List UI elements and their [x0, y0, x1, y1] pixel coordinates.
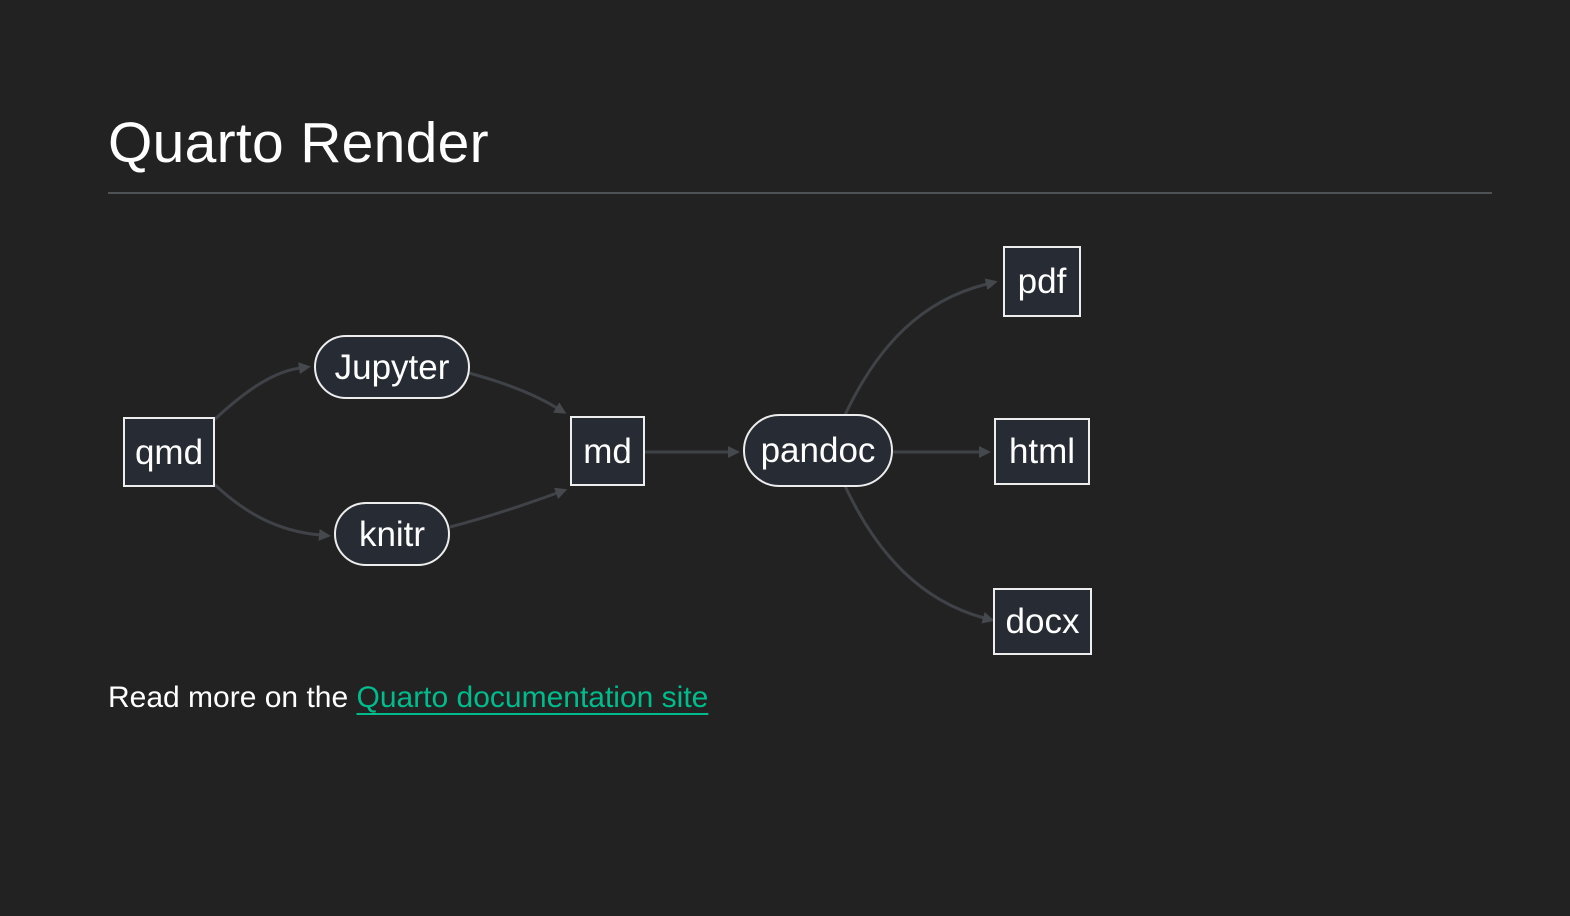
node-md: md: [570, 416, 645, 486]
node-pandoc-label: pandoc: [760, 431, 876, 470]
node-html-label: html: [1008, 432, 1076, 471]
node-qmd: qmd: [123, 417, 215, 487]
edge-knitr-md: [449, 487, 568, 529]
node-jupyter-label: Jupyter: [334, 347, 450, 387]
title-divider: [108, 192, 1492, 194]
node-pdf: pdf: [1003, 246, 1081, 317]
quarto-documentation-link[interactable]: Quarto documentation site: [356, 681, 709, 714]
read-more-paragraph: Read more on the Quarto documentation si…: [108, 681, 708, 715]
node-knitr: knitr: [334, 502, 450, 566]
edge-pandoc-docx: [843, 485, 995, 624]
page-title: Quarto Render: [108, 111, 489, 175]
node-html: html: [994, 418, 1090, 485]
node-knitr-label: knitr: [358, 514, 426, 554]
edge-qmd-jupyter: [212, 362, 311, 422]
node-pdf-label: pdf: [1017, 262, 1067, 301]
node-qmd-label: qmd: [134, 432, 204, 472]
node-docx-label: docx: [1005, 602, 1080, 641]
node-docx: docx: [993, 588, 1092, 655]
node-jupyter: Jupyter: [314, 335, 470, 399]
node-md-label: md: [583, 431, 632, 471]
edge-qmd-knitr: [212, 482, 331, 541]
read-more-text: Read more on the: [108, 681, 357, 714]
node-pandoc: pandoc: [743, 414, 893, 487]
edge-jupyter-md: [468, 371, 567, 414]
edge-pandoc-pdf: [843, 278, 998, 416]
